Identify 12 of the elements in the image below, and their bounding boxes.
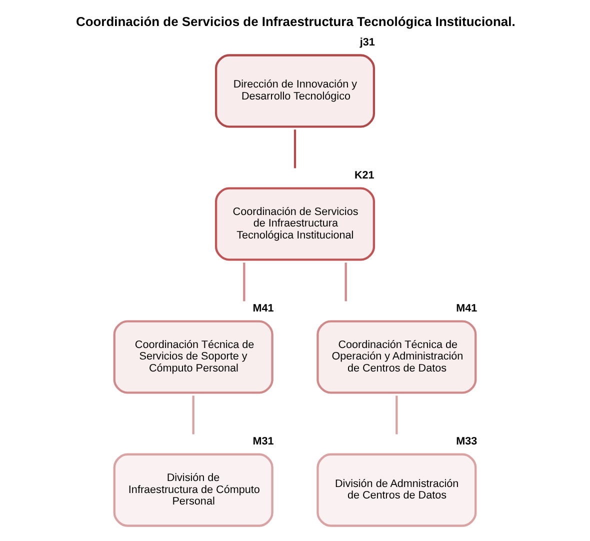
- connector: [344, 262, 347, 302]
- node-label: M33: [456, 436, 478, 448]
- connector: [396, 396, 398, 434]
- node-label: M41: [456, 302, 478, 315]
- connector: [243, 262, 246, 302]
- connector: [192, 396, 194, 434]
- node-label: M41: [252, 302, 274, 315]
- connector: [294, 130, 296, 168]
- diagram-title: Coordinación de Servicios de Infraestructura Tecnológica Institucional.: [76, 14, 516, 30]
- node-label: M31: [252, 436, 274, 448]
- node-label: j31: [360, 36, 375, 49]
- node-label: K21: [354, 170, 374, 182]
